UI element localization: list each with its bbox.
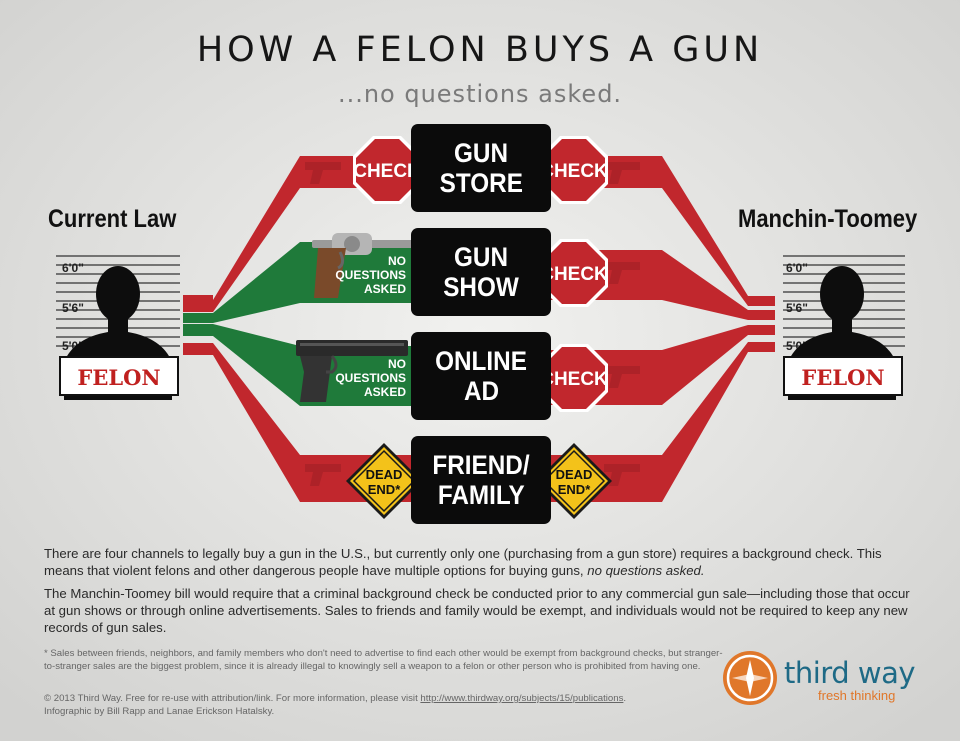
dead-end-line1: DEAD xyxy=(366,467,403,482)
channel-line1: GUN xyxy=(454,138,508,168)
check-label: CHECK xyxy=(540,161,608,182)
gun-silhouettes xyxy=(305,162,640,486)
compass-icon xyxy=(723,651,777,705)
channel-online-ad: ONLINE AD xyxy=(411,332,551,420)
brand-tagline: fresh thinking xyxy=(818,688,896,703)
pistol-silhouette-icon xyxy=(305,464,341,486)
paragraph-current-law: There are four channels to legally buy a… xyxy=(44,545,924,579)
check-stop-sign-icon: CHECK xyxy=(540,344,608,412)
page-subtitle: ...no questions asked. xyxy=(337,80,623,108)
channel-line2: AD xyxy=(463,376,499,406)
dead-end-sign-icon: DEAD END* xyxy=(346,443,422,519)
height-mark-5ft6: 5'6" xyxy=(786,301,808,315)
publications-link[interactable]: http://www.thirdway.org/subjects/15/publ… xyxy=(420,693,624,704)
left-flow-gun-show xyxy=(183,242,418,323)
paragraph1-emphasis: no questions asked. xyxy=(587,563,705,578)
paragraph-manchin-toomey: The Manchin-Toomey bill would require th… xyxy=(44,586,910,635)
dead-end-line2: END* xyxy=(368,482,401,497)
left-mugshot: 6'0" 5'6" 5'0" FELON xyxy=(56,255,180,400)
pistol-silhouette-icon xyxy=(604,262,640,284)
dead-end-sign-icon: DEAD END* xyxy=(536,443,612,519)
no-questions-line2: QUESTIONS xyxy=(335,371,406,385)
pistol-silhouette-icon xyxy=(604,366,640,388)
paragraph1-text: There are four channels to legally buy a… xyxy=(44,546,882,578)
height-mark-6ft: 6'0" xyxy=(786,261,808,275)
check-stop-sign-icon: CHECK xyxy=(540,239,608,307)
flow-diagram: NO QUESTIONS ASKED NO QUESTIONS ASKED CH… xyxy=(56,136,905,519)
height-mark-6ft: 6'0" xyxy=(62,261,84,275)
dead-end-signs: DEAD END* DEAD END* xyxy=(346,443,612,519)
left-flow-friend-family xyxy=(183,343,418,502)
third-way-logo: third way fresh thinking xyxy=(722,650,922,710)
channel-line2: FAMILY xyxy=(437,480,525,510)
check-label: CHECK xyxy=(353,161,421,182)
left-flows xyxy=(183,156,418,502)
footnote: * Sales between friends, neighbors, and … xyxy=(44,648,723,672)
right-mugshot: 6'0" 5'6" 5'0" FELON xyxy=(783,255,905,400)
no-questions-line1: NO xyxy=(388,254,406,268)
check-stop-signs: CHECK CHECK CHECK CHECK xyxy=(353,136,608,412)
check-label: CHECK xyxy=(540,264,608,285)
channel-line1: FRIEND/ xyxy=(432,450,530,480)
right-flow-friend-family xyxy=(545,342,775,502)
left-flow-online-ad xyxy=(183,324,418,406)
infographic-credit: Infographic by Bill Rapp and Lanae Erick… xyxy=(44,706,275,717)
no-questions-line2: QUESTIONS xyxy=(335,268,406,282)
pistol-silhouette-icon xyxy=(305,162,341,184)
credit-text: © 2013 Third Way. Free for re-use with a… xyxy=(44,693,421,704)
felon-sign: FELON xyxy=(801,365,884,390)
height-mark-5ft6: 5'6" xyxy=(62,301,84,315)
brand-name: third way xyxy=(784,656,916,690)
pistol-silhouette-icon xyxy=(604,162,640,184)
channel-gun-store: GUN STORE xyxy=(411,124,551,212)
dead-end-line2: END* xyxy=(558,482,591,497)
channel-friend-family: FRIEND/ FAMILY xyxy=(411,436,551,524)
credit-line: © 2013 Third Way. Free for re-use with a… xyxy=(44,693,734,706)
check-stop-sign-icon: CHECK xyxy=(540,136,608,204)
channel-line2: SHOW xyxy=(443,272,519,302)
no-questions-line1: NO xyxy=(388,357,406,371)
pistol-icon xyxy=(296,340,408,402)
check-label: CHECK xyxy=(540,369,608,390)
left-label-current-law: Current Law xyxy=(48,205,177,233)
credit-end: . xyxy=(623,693,627,704)
channel-gun-show: GUN SHOW xyxy=(411,228,551,316)
felon-sign: FELON xyxy=(77,365,160,390)
no-questions-line3: ASKED xyxy=(364,282,406,296)
channel-line1: ONLINE xyxy=(435,346,527,376)
revolver-icon xyxy=(312,233,430,298)
pistol-silhouette-icon xyxy=(604,464,640,486)
channel-line1: GUN xyxy=(454,242,508,272)
channel-line2: STORE xyxy=(439,168,523,198)
no-questions-line3: ASKED xyxy=(364,385,406,399)
right-label-manchin-toomey: Manchin-Toomey xyxy=(738,205,918,233)
page-title: HOW A FELON BUYS A GUN xyxy=(196,30,764,70)
check-stop-sign-icon: CHECK xyxy=(353,136,421,204)
dead-end-line1: DEAD xyxy=(556,467,593,482)
